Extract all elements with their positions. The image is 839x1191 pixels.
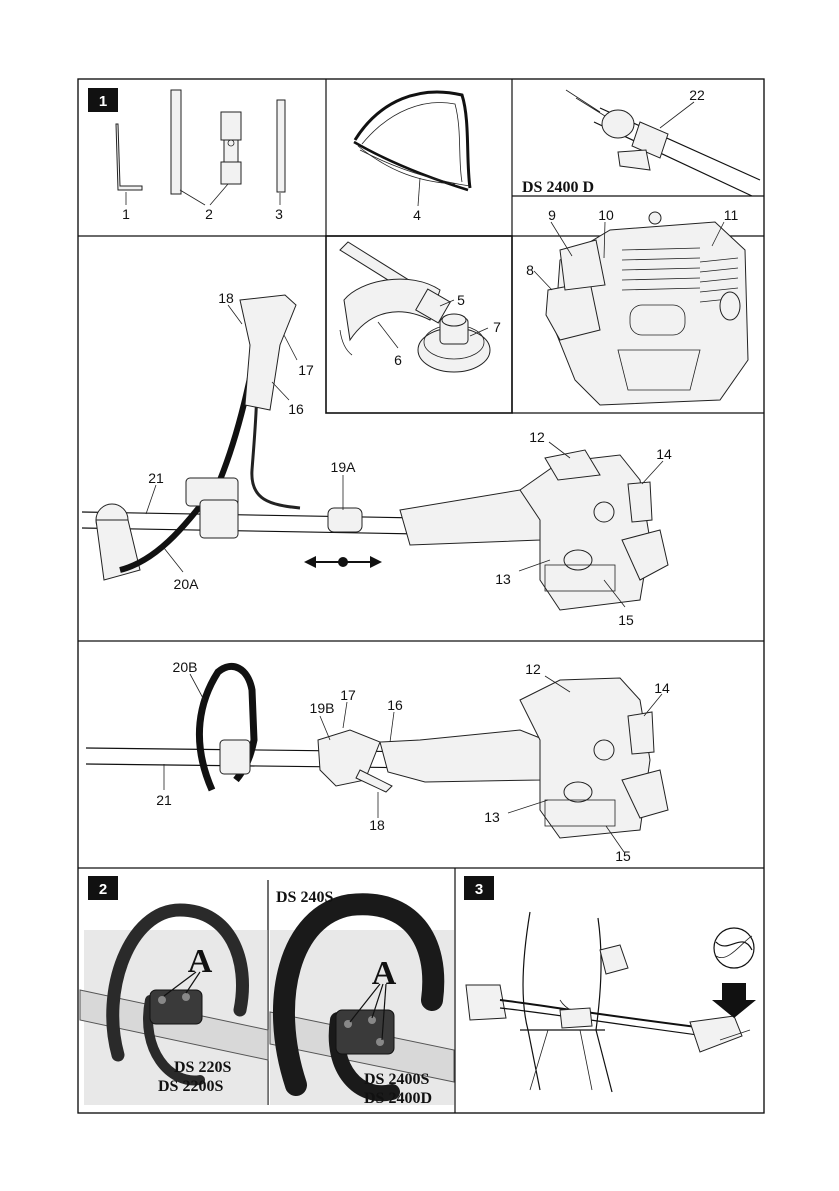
operator-harness-drawing xyxy=(466,912,750,1092)
callout-22: 22 xyxy=(689,87,705,103)
trimmer-head-drawing xyxy=(340,242,490,372)
engine-drawing xyxy=(546,212,748,405)
callout-14-b: 14 xyxy=(654,680,670,696)
callout-20B: 20B xyxy=(173,659,198,675)
callout-19B: 19B xyxy=(310,700,335,716)
callout-17-b: 17 xyxy=(340,687,356,703)
callout-16-b: 16 xyxy=(387,697,403,713)
callout-8: 8 xyxy=(526,262,534,278)
callout-16-a: 16 xyxy=(288,401,304,417)
callout-17-a: 17 xyxy=(298,362,314,378)
model-label-ds2400s: DS 2400S xyxy=(364,1071,429,1088)
callout-5: 5 xyxy=(457,292,465,308)
pin-drawing xyxy=(277,100,285,192)
rod-drawing xyxy=(171,90,181,194)
figure-badge-2: 2 xyxy=(88,876,118,900)
cutting-line-symbol-icon xyxy=(714,928,754,968)
model-label-ds220s: DS 220S xyxy=(174,1059,231,1076)
callout-11: 11 xyxy=(724,207,739,223)
callout-12-a: 12 xyxy=(529,429,545,445)
harness-drawing xyxy=(354,92,470,190)
model-label-ds2200s: DS 2200S xyxy=(158,1078,223,1095)
callout-4: 4 xyxy=(413,207,421,223)
marker-a-left: A xyxy=(188,943,213,980)
allen-key-drawing xyxy=(116,124,142,190)
marker-a-right: A xyxy=(372,955,397,992)
slide-direction-arrow xyxy=(304,556,382,568)
callout-6: 6 xyxy=(394,352,402,368)
callout-21-a: 21 xyxy=(148,470,164,486)
model-label-ds2400d: DS 2400D xyxy=(364,1090,432,1107)
callout-9: 9 xyxy=(548,207,556,223)
svg-text:1: 1 xyxy=(99,93,107,110)
callout-13-a: 13 xyxy=(495,571,511,587)
callout-1: 1 xyxy=(122,206,130,222)
callout-18-b: 18 xyxy=(369,817,385,833)
callout-20A: 20A xyxy=(174,576,200,592)
shaft-clamp-drawing xyxy=(566,90,760,196)
callout-13-b: 13 xyxy=(484,809,500,825)
model-label-ds240s: DS 240S xyxy=(276,889,333,906)
loop-handle-trimmer-drawing xyxy=(86,666,668,838)
callout-15-a: 15 xyxy=(618,612,634,628)
callout-19A: 19A xyxy=(331,459,357,475)
callout-18-a: 18 xyxy=(218,290,234,306)
model-label-ds2400d: DS 2400 D xyxy=(522,179,594,196)
callout-2: 2 xyxy=(205,206,213,222)
figure-badge-3: 3 xyxy=(464,876,494,900)
callout-7: 7 xyxy=(493,319,501,335)
down-arrow-icon xyxy=(712,983,756,1018)
svg-text:2: 2 xyxy=(99,881,107,898)
tool-leader-lines xyxy=(126,184,280,205)
callout-10: 10 xyxy=(598,207,614,223)
callout-14-a: 14 xyxy=(656,446,672,462)
callout-12-b: 12 xyxy=(525,661,541,677)
svg-text:3: 3 xyxy=(475,881,483,898)
box-spanner-drawing xyxy=(221,112,241,184)
callout-3: 3 xyxy=(275,206,283,222)
callout-21-b: 21 xyxy=(156,792,172,808)
callout-15-b: 15 xyxy=(615,848,631,864)
figure-badge-1: 1 xyxy=(88,88,118,112)
